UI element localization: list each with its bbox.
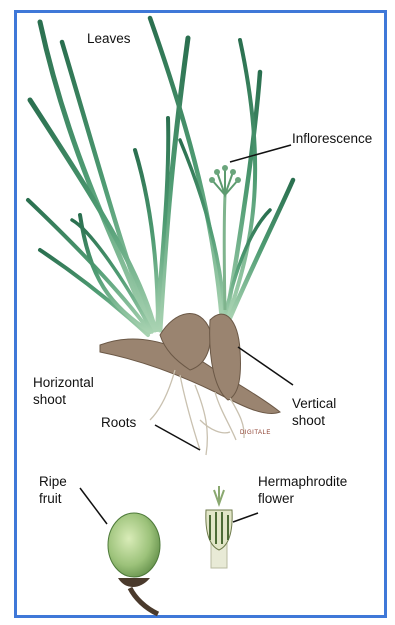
shoot-rhizomes <box>100 314 280 414</box>
hermaphrodite-flower-illustration <box>206 486 232 568</box>
label-roots: Roots <box>101 414 136 431</box>
label-leaves: Leaves <box>87 30 131 47</box>
leaves-left-plant <box>28 22 188 335</box>
ripe-fruit-illustration <box>108 513 160 614</box>
label-horizontal-shoot: Horizontal shoot <box>33 374 94 408</box>
label-vertical-shoot: Vertical shoot <box>292 395 336 429</box>
label-ripe-fruit: Ripe fruit <box>39 473 67 507</box>
label-inflorescence: Inflorescence <box>292 130 372 147</box>
artist-signature: DIGITALE <box>240 430 271 436</box>
label-hermaphrodite-flower: Hermaphrodite flower <box>258 473 347 507</box>
